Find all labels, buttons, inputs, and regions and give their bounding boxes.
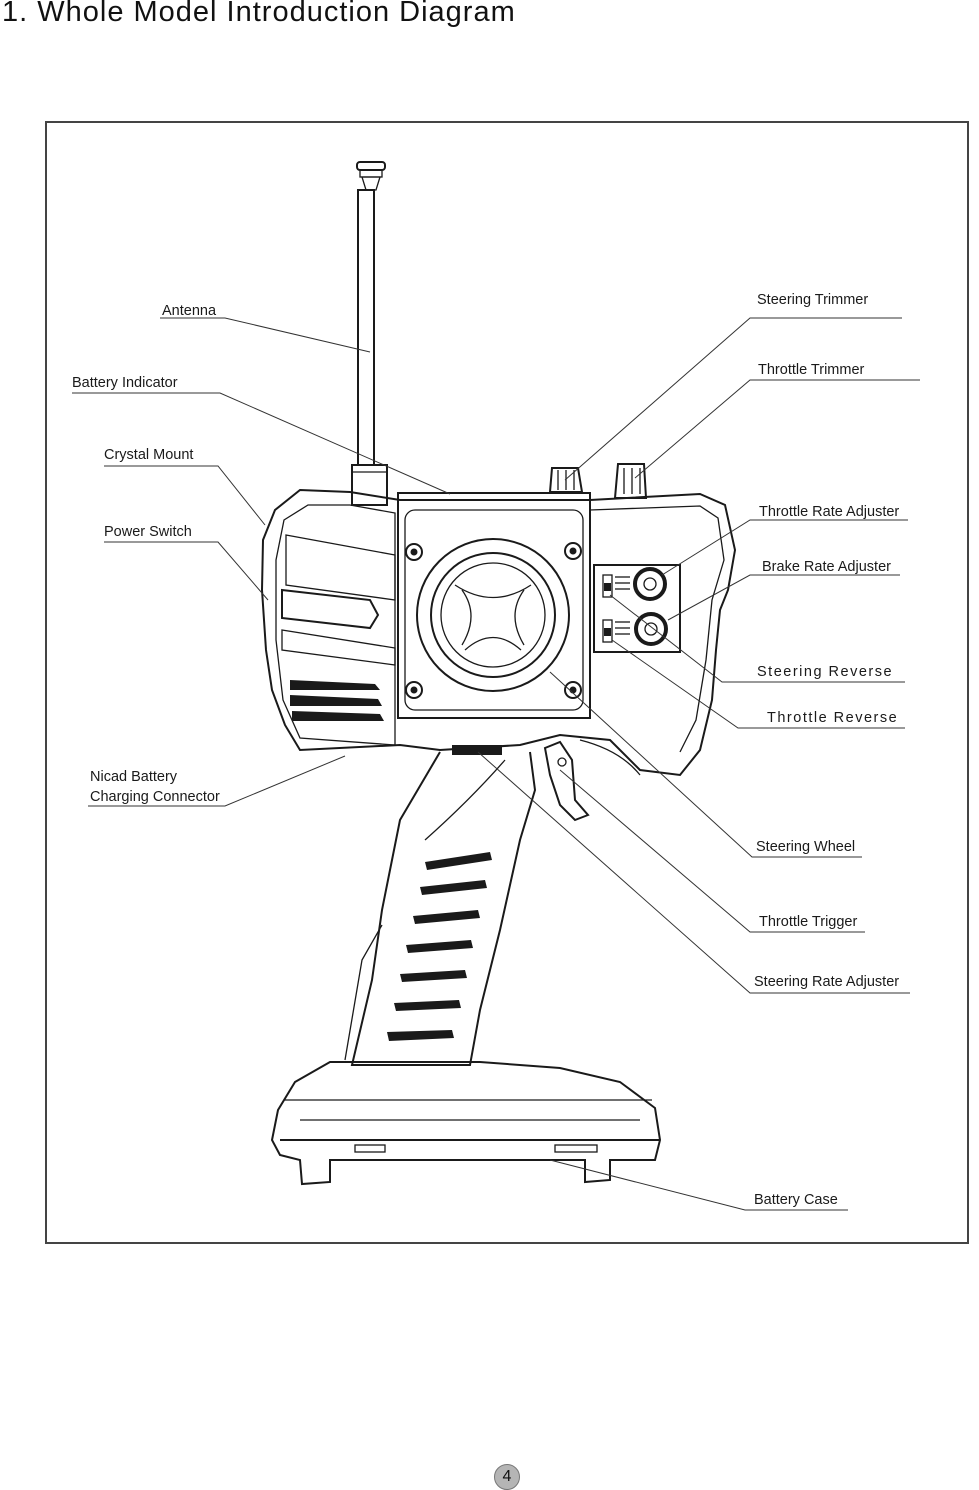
label-antenna: Antenna: [162, 303, 217, 319]
page-number-badge: 4: [494, 1464, 520, 1490]
label-throttle-trigger: Throttle Trigger: [759, 914, 857, 930]
label-steering-reverse: Steering Reverse: [757, 664, 893, 680]
side-grip-vents: [281, 534, 396, 721]
label-charging-connector: Charging Connector: [90, 789, 220, 805]
label-throttle-trimmer: Throttle Trimmer: [758, 362, 865, 378]
label-steering-trimmer: Steering Trimmer: [757, 292, 868, 308]
label-steering-rate-adjuster: Steering Rate Adjuster: [754, 974, 899, 990]
label-throttle-reverse: Throttle Reverse: [767, 710, 898, 726]
transmitter-illustration: [260, 161, 737, 1186]
label-nicad-battery: Nicad Battery: [90, 769, 178, 785]
label-battery-case: Battery Case: [754, 1192, 838, 1208]
center-wheel-housing: [397, 492, 591, 719]
label-battery-indicator: Battery Indicator: [72, 375, 178, 391]
label-brake-rate-adjuster: Brake Rate Adjuster: [762, 559, 891, 575]
label-throttle-rate-adjuster: Throttle Rate Adjuster: [759, 504, 899, 520]
handle-grip: [344, 745, 537, 1066]
page-title: 1. Whole Model Introduction Diagram: [2, 0, 516, 28]
steering-trimmer-knob: [548, 467, 584, 493]
throttle-trimmer-knob: [613, 463, 648, 499]
label-steering-wheel: Steering Wheel: [756, 839, 855, 855]
label-power-switch: Power Switch: [104, 524, 192, 540]
antenna-rod: [351, 161, 388, 506]
leader-lines: [72, 317, 920, 1211]
battery-case-base: [270, 1061, 662, 1186]
label-crystal-mount: Crystal Mount: [104, 447, 193, 463]
throttle-trigger-graphic: [543, 739, 641, 822]
body-outline: [260, 488, 737, 777]
rate-adjust-panel: [593, 564, 681, 653]
diagram-frame: [45, 121, 969, 1244]
steering-wheel-graphic: [416, 538, 570, 692]
